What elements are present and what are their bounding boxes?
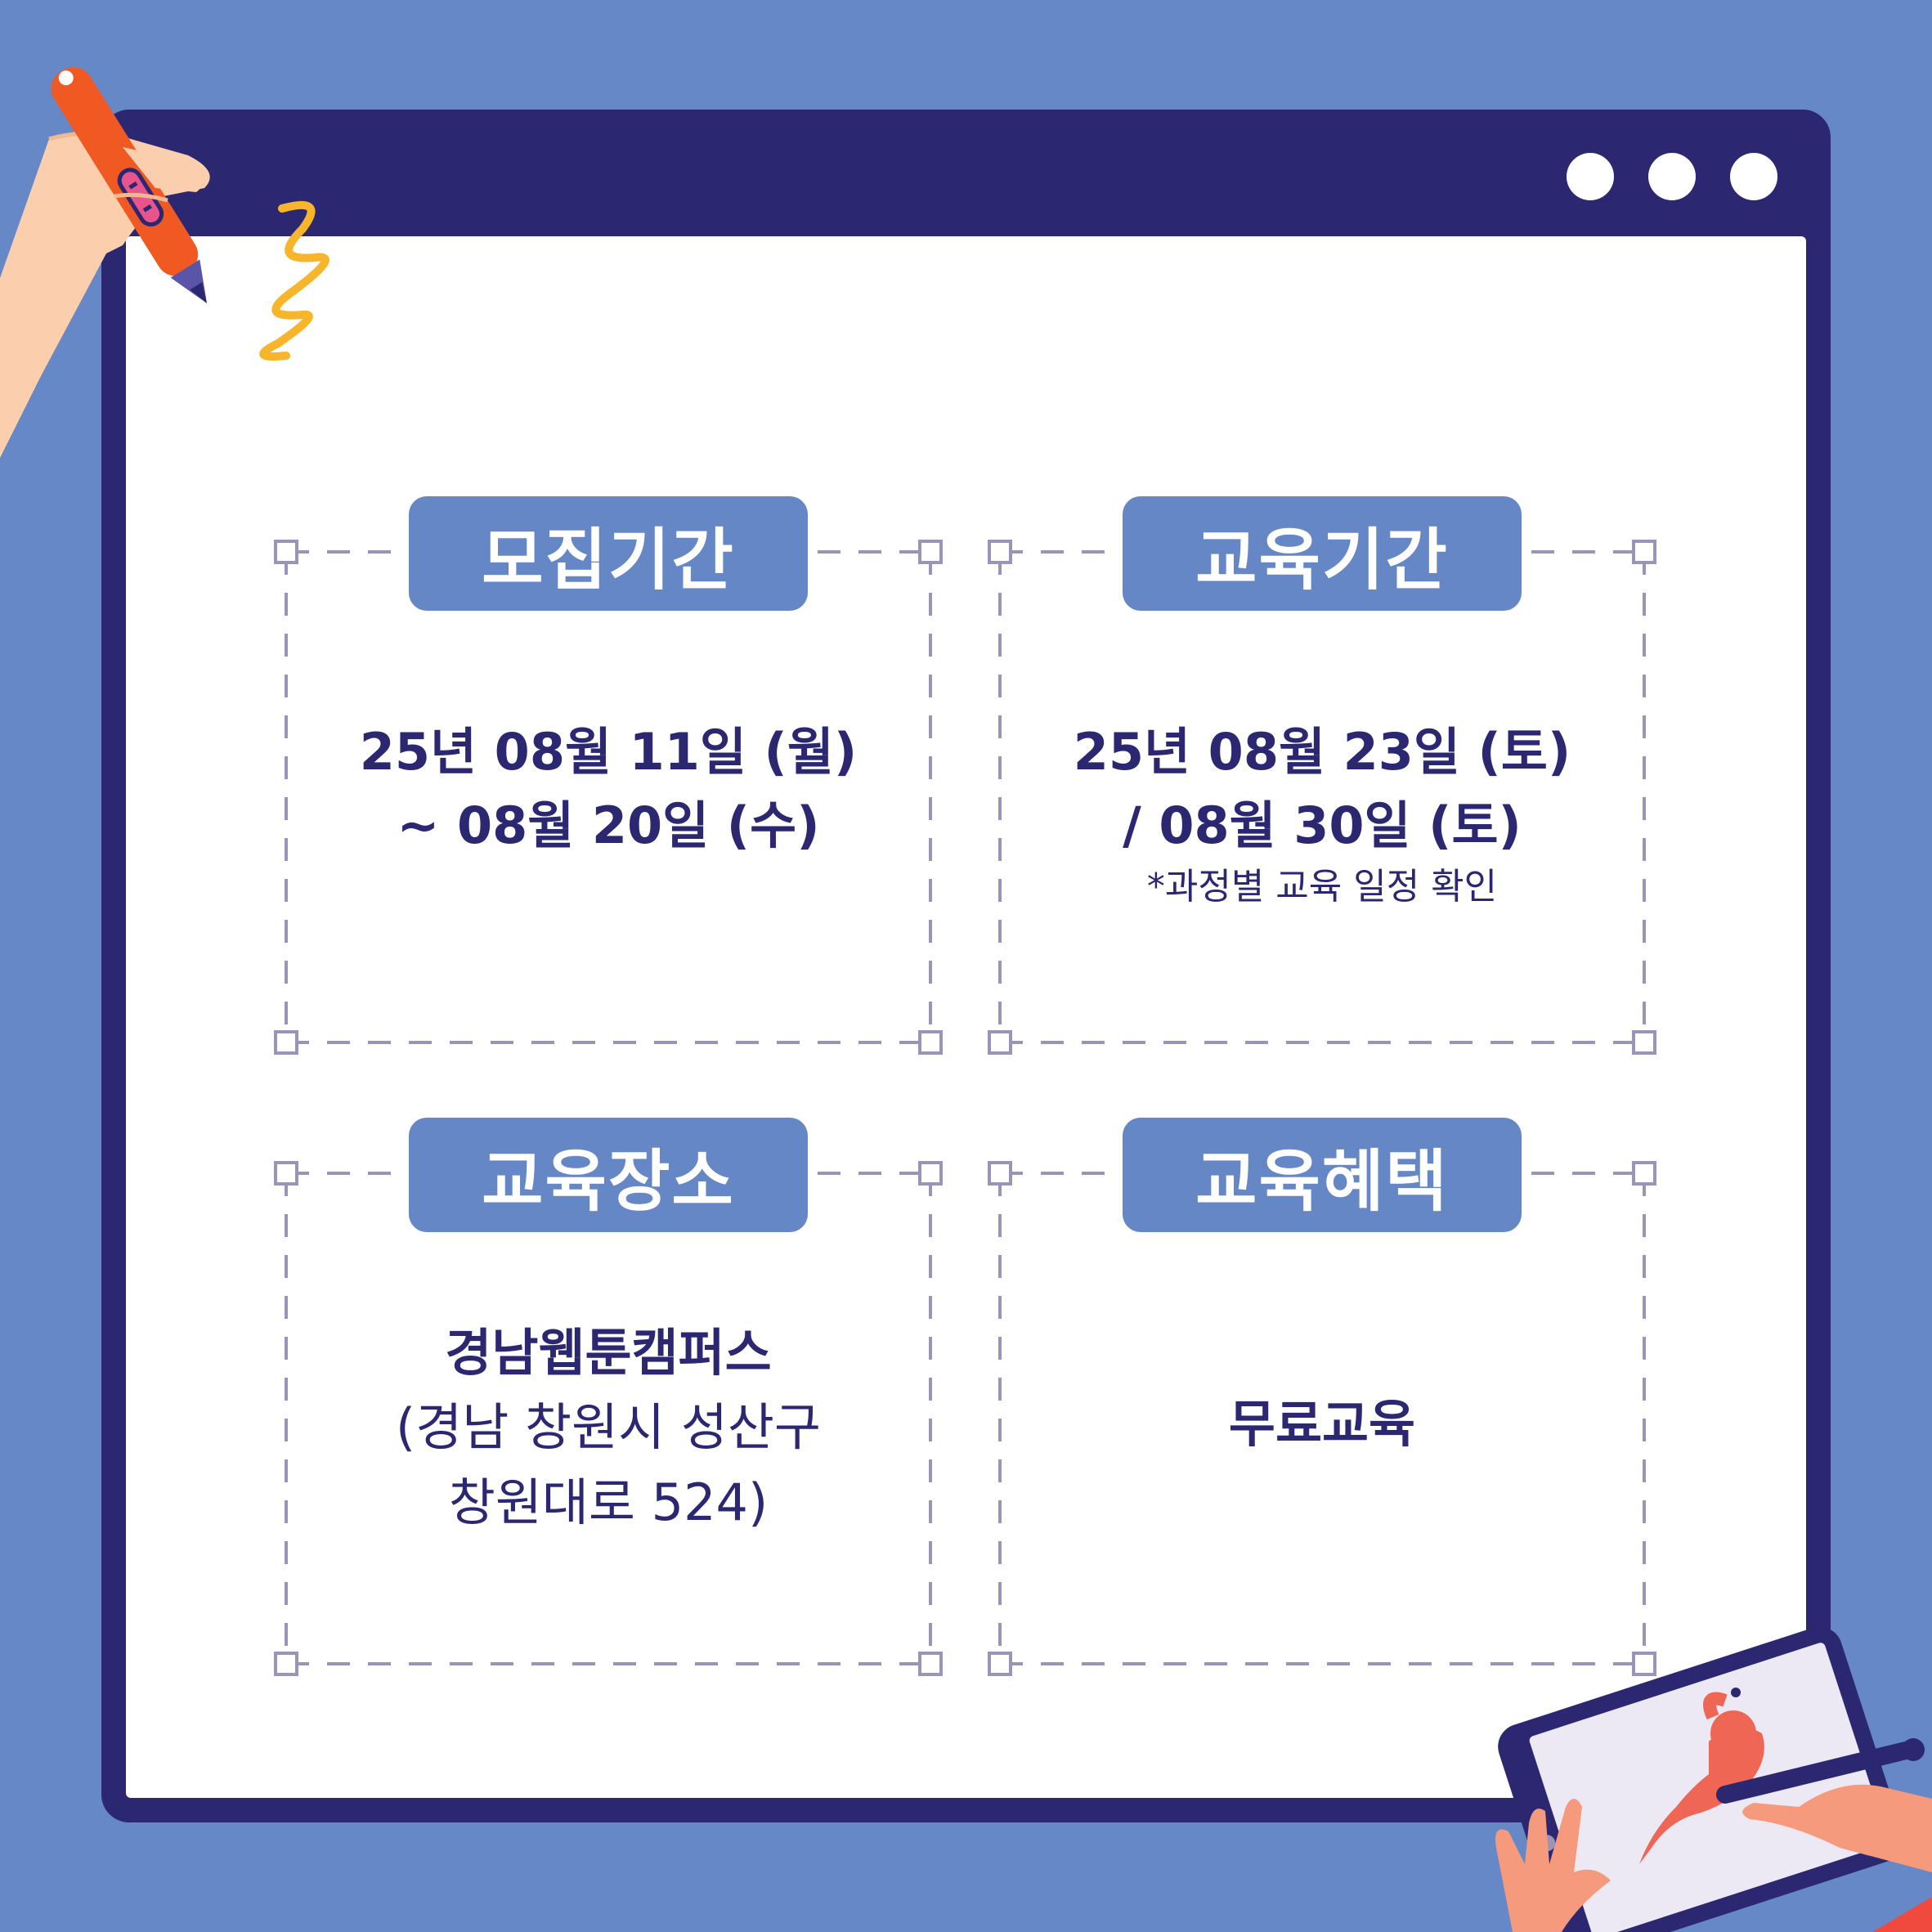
education-period-dates: 25년 08월 23일 (토) / 08월 30일 (토) *과정별 교육 일정… (1000, 715, 1644, 912)
recruitment-title: 모집기간 (409, 496, 808, 611)
education-note: *과정별 교육 일정 확인 (1146, 866, 1498, 908)
education-period-title: 교육기간 (1123, 496, 1522, 611)
dashed-frame (988, 1161, 1656, 1676)
recruitment-card: 모집기간 25년 08월 11일 (월) ~ 08월 20일 (수) (274, 496, 943, 1055)
recruitment-start: 25년 08월 11일 (월) (359, 722, 858, 782)
location-address-1: (경남 창원시 성산구 (396, 1397, 821, 1457)
browser-window: 모집기간 25년 08월 11일 (월) ~ 08월 20일 (수) (101, 110, 1831, 1822)
location-name: 경남웹툰캠퍼스 (445, 1323, 772, 1383)
dashed-frame (988, 540, 1656, 1055)
recruitment-end: ~ 08월 20일 (수) (397, 796, 820, 855)
dashed-frame (274, 1161, 943, 1676)
location-card: 교육장소 경남웹툰캠퍼스 (경남 창원시 성산구 창원대로 524) (274, 1118, 943, 1676)
location-address-2: 창원대로 524) (448, 1473, 769, 1532)
education-period-card: 교육기간 25년 08월 23일 (토) / 08월 30일 (토) *과정별 … (988, 496, 1656, 1055)
education-date-2: / 08월 30일 (토) (1123, 796, 1522, 855)
dashed-frame (274, 540, 943, 1055)
education-date-1: 25년 08월 23일 (토) (1073, 722, 1571, 782)
window-dot-icon[interactable] (1648, 153, 1696, 200)
location-info: 경남웹툰캠퍼스 (경남 창원시 성산구 창원대로 524) (286, 1316, 930, 1540)
location-title: 교육장소 (409, 1118, 808, 1232)
content-area: 모집기간 25년 08월 11일 (월) ~ 08월 20일 (수) (126, 236, 1806, 1798)
benefit-info: 무료교육 (1000, 1387, 1644, 1461)
window-dot-icon[interactable] (1567, 153, 1614, 200)
window-dot-icon[interactable] (1730, 153, 1777, 200)
benefit-card: 교육혜택 무료교육 (988, 1118, 1656, 1676)
benefit-title: 교육혜택 (1123, 1118, 1522, 1232)
hand-pen-illustration (0, 67, 329, 458)
recruitment-dates: 25년 08월 11일 (월) ~ 08월 20일 (수) (286, 715, 930, 863)
benefit-text: 무료교육 (1228, 1394, 1416, 1454)
tablet-drawing-illustration (1495, 1626, 1932, 1932)
